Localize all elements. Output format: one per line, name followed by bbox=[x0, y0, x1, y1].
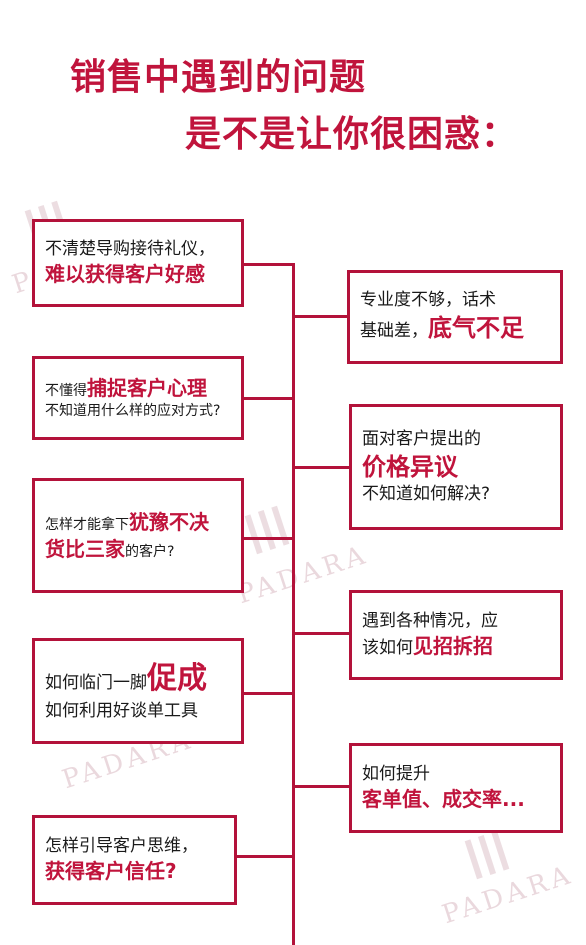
connector bbox=[292, 315, 349, 318]
card-text: 不清楚导购接待礼仪， bbox=[45, 239, 215, 260]
card-highlight: 促成 bbox=[147, 661, 207, 697]
connector bbox=[242, 692, 295, 695]
page-title: 销售中遇到的问题 bbox=[70, 57, 367, 98]
card-text: 不知道用什么样的应对方式? bbox=[45, 403, 221, 420]
card-text: 如何利用好谈单工具 bbox=[45, 700, 198, 721]
card-text: 遇到各种情况，应 bbox=[362, 611, 498, 632]
card-highlight: 获得客户信任? bbox=[45, 858, 177, 883]
connector bbox=[292, 466, 351, 469]
card-text: 怎样引导客户思维， bbox=[45, 836, 198, 857]
problem-card-customer-psychology: 不懂得捕捉客户心理 不知道用什么样的应对方式? bbox=[32, 356, 244, 440]
brand-watermark: PADARA bbox=[438, 859, 578, 931]
problem-card-customer-trust: 怎样引导客户思维， 获得客户信任? bbox=[32, 815, 237, 905]
problem-card-price-objection: 面对客户提出的 价格异议 不知道如何解决? bbox=[349, 404, 563, 530]
card-text: 的客户? bbox=[125, 543, 175, 560]
card-text: 面对客户提出的 bbox=[362, 428, 481, 449]
connector bbox=[292, 632, 351, 635]
problem-card-professionalism: 专业度不够，话术 基础差，底气不足 bbox=[347, 270, 563, 364]
connector bbox=[242, 263, 295, 266]
card-highlight: 难以获得客户好感 bbox=[45, 261, 205, 286]
card-text: 如何提升 bbox=[362, 764, 430, 785]
card-text: 专业度不够，话术 bbox=[360, 290, 496, 311]
card-text: 不懂得 bbox=[45, 383, 87, 400]
brand-watermark-logo bbox=[244, 505, 290, 555]
card-text: 不知道如何解决? bbox=[362, 484, 491, 505]
brand-watermark-logo bbox=[464, 830, 510, 880]
card-highlight: 捕捉客户心理 bbox=[87, 376, 207, 401]
problem-card-closing-deal: 如何临门一脚促成 如何利用好谈单工具 bbox=[32, 638, 244, 744]
connector bbox=[292, 785, 351, 788]
problem-card-situations: 遇到各种情况，应 该如何见招拆招 bbox=[349, 590, 563, 680]
card-highlight: 客单值、成交率... bbox=[362, 786, 525, 811]
problem-card-reception-etiquette: 不清楚导购接待礼仪， 难以获得客户好感 bbox=[32, 219, 244, 307]
connector bbox=[242, 537, 295, 540]
problem-card-hesitant-customer: 怎样才能拿下犹豫不决 货比三家的客户? bbox=[32, 478, 244, 593]
card-highlight: 底气不足 bbox=[428, 314, 524, 343]
problem-card-order-value: 如何提升 客单值、成交率... bbox=[349, 743, 563, 833]
connector bbox=[242, 397, 295, 400]
card-text: 该如何 bbox=[362, 637, 413, 658]
connector bbox=[235, 855, 295, 858]
page-subtitle: 是不是让你很困惑： bbox=[185, 114, 519, 155]
card-text: 如何临门一脚 bbox=[45, 673, 147, 694]
main-connector bbox=[292, 263, 295, 945]
card-highlight: 货比三家 bbox=[45, 536, 125, 561]
card-text: 怎样才能拿下 bbox=[45, 516, 129, 533]
card-highlight: 价格异议 bbox=[362, 452, 458, 481]
card-highlight: 犹豫不决 bbox=[129, 509, 209, 534]
card-text: 基础差， bbox=[360, 321, 428, 342]
card-highlight: 见招拆招 bbox=[413, 633, 493, 658]
